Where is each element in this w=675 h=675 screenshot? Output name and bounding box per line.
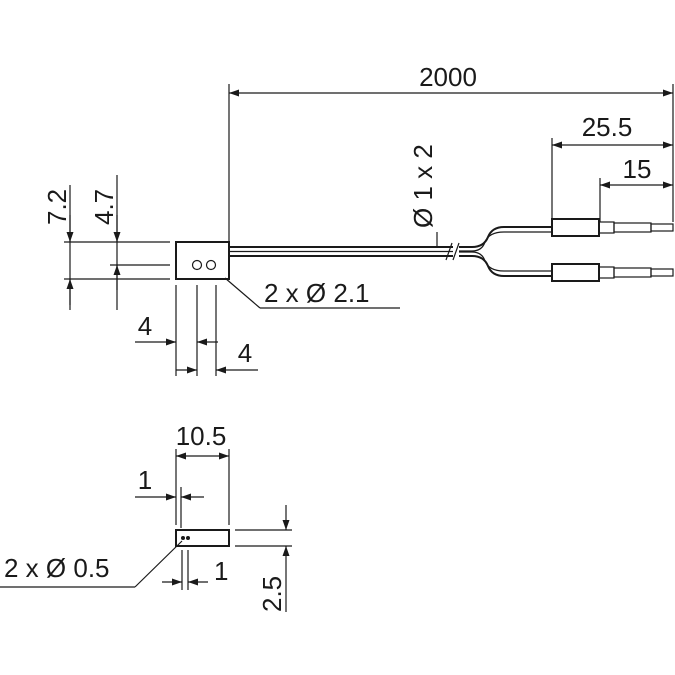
label-end-holes: 2 x Ø 0.5 [4, 553, 110, 583]
mount-hole-left [191, 259, 203, 271]
label-1-top: 1 [138, 465, 152, 495]
label-mount-holes: 2 x Ø 2.1 [264, 278, 370, 308]
sensor-end-view: 10.5 1 2 x Ø 0.5 1 2. [0, 421, 292, 612]
label-2-5: 2.5 [257, 576, 287, 612]
ferrule-lower [551, 263, 674, 282]
ferrule-upper [551, 218, 674, 237]
dim-end-gap: 1 [162, 550, 228, 590]
sensor-housing [175, 241, 230, 280]
dim-cable-diameter: Ø 1 x 2 [408, 144, 438, 247]
label-4-left: 4 [138, 311, 152, 341]
cable-fork [459, 226, 552, 277]
label-4-right: 4 [238, 338, 252, 368]
dim-cable-length: 2000 [228, 62, 674, 242]
end-hole-1 [181, 536, 185, 540]
dim-end-offset: 1 [135, 465, 204, 528]
dim-end-height: 2.5 [235, 505, 292, 612]
mount-hole-right [205, 259, 217, 271]
dim-housing-height: 7.2 4.7 [42, 175, 170, 310]
label-7-2: 7.2 [42, 189, 72, 225]
label-10-5: 10.5 [176, 421, 227, 451]
dim-mount-holes: 2 x Ø 2.1 [224, 277, 400, 309]
end-hole-2 [186, 536, 190, 540]
dim-end-holes: 2 x Ø 0.5 [0, 540, 183, 588]
label-25-5: 25.5 [582, 112, 633, 142]
label-cable-diameter: Ø 1 x 2 [408, 144, 438, 228]
dim-pin-tip: 15 [599, 154, 673, 222]
dim-pin-length: 25.5 [551, 112, 673, 219]
end-view-body [175, 529, 230, 547]
label-4-7: 4.7 [89, 189, 119, 225]
cable [229, 242, 460, 261]
label-15: 15 [623, 154, 652, 184]
label-1-bottom: 1 [214, 556, 228, 586]
dim-hole-offsets: 4 4 [135, 285, 258, 376]
dim-end-width: 10.5 [175, 421, 230, 525]
label-2000: 2000 [419, 62, 477, 92]
sensor-top-view: 2000 25.5 15 Ø 1 x 2 7.2 [42, 62, 674, 376]
